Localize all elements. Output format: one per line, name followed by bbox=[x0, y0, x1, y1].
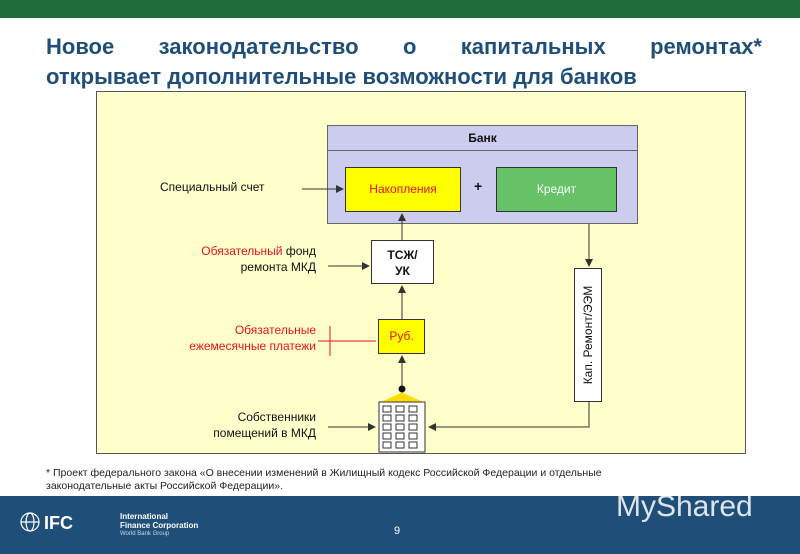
footnote-line2: законодательные акты Российской Федераци… bbox=[46, 480, 283, 492]
hoa-label-line1: ТСЖ/ bbox=[387, 248, 418, 262]
fund-label: Обязательный фонд ремонта МКД bbox=[140, 243, 316, 275]
slide-title: Новое законодательство о капитальных рем… bbox=[46, 32, 762, 92]
payments-label: Обязательные ежемесячные платежи bbox=[140, 322, 316, 354]
footer-bar bbox=[0, 496, 800, 554]
ifc-org-name: International Finance Corporation World … bbox=[120, 512, 198, 539]
fund-label-rest: фонд bbox=[282, 244, 316, 258]
rub-box: Руб. bbox=[378, 319, 425, 354]
apartment-building-icon bbox=[378, 392, 426, 453]
ifc-logo-text: IFC bbox=[44, 513, 73, 533]
page-number: 9 bbox=[394, 525, 401, 537]
savings-label: Накопления bbox=[369, 182, 437, 196]
owners-label-line2: помещений в МКД bbox=[213, 426, 316, 440]
credit-box: Кредит bbox=[496, 167, 617, 212]
kap-remont-box: Кап. Ремонт/ЭЭМ bbox=[574, 268, 602, 402]
footnote: * Проект федерального закона «О внесении… bbox=[46, 467, 746, 493]
rub-label: Руб. bbox=[389, 329, 414, 343]
hoa-label-line2: УК bbox=[395, 264, 410, 278]
connection-dot bbox=[398, 385, 406, 393]
footnote-line1: * Проект федерального закона «О внесении… bbox=[46, 467, 602, 479]
owners-label: Собственники помещений в МКД bbox=[140, 409, 316, 441]
top-bar bbox=[0, 0, 800, 18]
owners-label-line1: Собственники bbox=[237, 410, 316, 424]
ifc-org-line1: International bbox=[120, 512, 169, 521]
special-account-label: Специальный счет bbox=[160, 180, 265, 194]
watermark: MyShared bbox=[616, 490, 753, 523]
payments-label-line1: Обязательные bbox=[234, 323, 316, 337]
hoa-box: ТСЖ/ УК bbox=[371, 240, 434, 284]
fund-label-line2: ремонта МКД bbox=[240, 260, 316, 274]
title-line-1: Новое законодательство о капитальных рем… bbox=[46, 34, 762, 59]
ifc-globe-icon bbox=[20, 512, 40, 532]
arrow-kap-to-building bbox=[428, 402, 590, 431]
bank-label: Банк bbox=[328, 126, 637, 151]
title-line-2: открывает дополнительные возможности для… bbox=[46, 64, 637, 89]
ifc-org-line3: World Bank Group bbox=[120, 531, 170, 537]
payments-label-line2: ежемесячные платежи bbox=[189, 339, 316, 353]
credit-label: Кредит bbox=[536, 182, 577, 196]
fund-label-red: Обязательный bbox=[201, 244, 283, 258]
plus-sign: + bbox=[474, 178, 483, 194]
ifc-org-line2: Finance Corporation bbox=[120, 521, 199, 530]
savings-box: Накопления bbox=[345, 167, 461, 212]
